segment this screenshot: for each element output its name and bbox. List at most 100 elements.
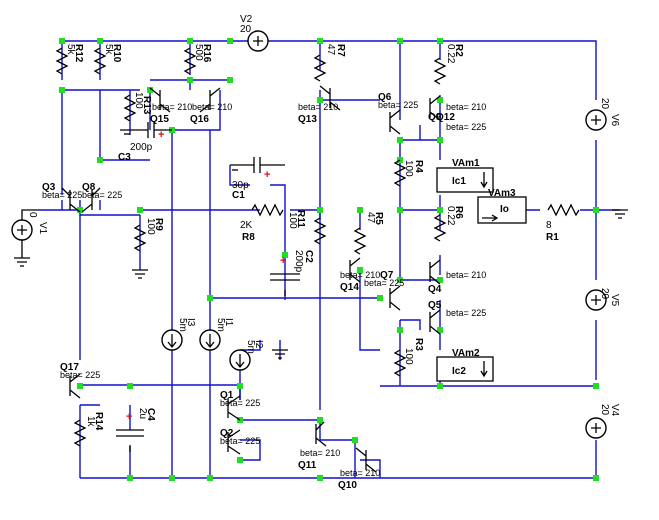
junction (397, 327, 403, 333)
vam1-name: VAm1 (452, 158, 480, 169)
q5-symbol (429, 309, 441, 335)
r2-name: R2 (453, 44, 464, 57)
current-source-i1: I1 5m (199, 318, 234, 351)
r7-value: 47 (325, 44, 336, 56)
junction (187, 38, 193, 44)
q17-name: Q17 (60, 362, 79, 373)
r1-value: 8 (546, 220, 552, 231)
voltage-source-v4: V4 20 (585, 404, 620, 439)
q15-beta: beta= 210 (152, 102, 192, 112)
q16-symbol (199, 87, 221, 113)
current-source-i2: I2 5m (229, 340, 288, 371)
voltage-source-v5: V5 20 (585, 288, 620, 311)
v1-name: V1 (37, 222, 48, 235)
r8-value: 2K (240, 220, 253, 231)
q11-name: Q11 (298, 460, 317, 471)
q8-beta: beta= 225 (82, 190, 122, 200)
i1-value: 5m (215, 318, 226, 332)
ammeter-vam1: VAm1 Ic1 (436, 158, 494, 193)
i2-name: I2 (253, 340, 264, 349)
capacitor-c1: + 30p C1 (230, 157, 285, 201)
q12-beta: beta= 225 (446, 122, 486, 132)
q9-symbol (429, 95, 441, 121)
svg-text:+: + (264, 169, 270, 181)
junction (317, 417, 323, 423)
q4-beta: beta= 210 (446, 270, 486, 280)
current-source-i3: I3 5m (161, 318, 196, 351)
junction (282, 252, 288, 258)
q5-beta: beta= 225 (446, 308, 486, 318)
vam2-label: Ic2 (452, 366, 466, 377)
q8-symbol (81, 187, 101, 213)
junction (437, 327, 443, 333)
c1-name: C1 (232, 190, 245, 201)
junction (397, 277, 403, 283)
resistor-r14-symbol (73, 419, 87, 447)
q4-symbol (429, 259, 441, 285)
q10-symbol (355, 447, 377, 473)
resistor-r7-symbol (313, 54, 327, 82)
i2-value: 5m (245, 340, 256, 354)
v1-value: 0 (27, 212, 38, 218)
q14-name: Q14 (340, 282, 359, 293)
r5-value: 47 (365, 212, 376, 224)
q16-name: Q16 (190, 114, 209, 125)
q14-symbol (349, 257, 361, 283)
q1-beta: beta= 225 (220, 398, 260, 408)
junction (377, 295, 383, 301)
resistor-r3-symbol (393, 349, 407, 377)
ammeter-vam2: VAm2 Ic2 (436, 348, 494, 382)
r4-name: R4 (413, 160, 424, 173)
q4-name: Q4 (428, 284, 442, 295)
q17-symbol (69, 373, 81, 399)
junction (237, 457, 243, 463)
vam3-name: VAm3 (488, 188, 516, 199)
junction (97, 157, 103, 163)
c4-name: C4 (145, 408, 156, 421)
junction (59, 87, 65, 93)
junction (593, 383, 599, 389)
q3-name: Q3 (42, 182, 56, 193)
vam1-label: Ic1 (452, 176, 466, 187)
q11-symbol (315, 421, 327, 447)
junction (352, 437, 358, 443)
resistor-r5-symbol (353, 227, 367, 255)
junction (97, 38, 103, 44)
r11-value: 100 (287, 212, 298, 229)
v5-name: V5 (609, 294, 620, 307)
r16-name: R16 (201, 44, 212, 63)
r14-name: R14 (93, 412, 104, 431)
r10-value: 5k (103, 44, 114, 56)
junction (317, 475, 323, 481)
r6-value: 0.22 (445, 206, 456, 226)
junction (137, 207, 143, 213)
resistor-r4-symbol (393, 159, 407, 187)
junction (317, 38, 323, 44)
junction (187, 77, 193, 83)
c4-value: 2u (137, 408, 148, 419)
voltage-source-v1: V1 0 (11, 209, 48, 267)
i3-value: 5m (177, 318, 188, 332)
q16-beta: beta= 210 (192, 102, 232, 112)
junction (437, 97, 443, 103)
q11-beta: beta= 210 (300, 448, 340, 458)
v5-value: 20 (599, 288, 610, 300)
resistor-r1-symbol (547, 203, 580, 217)
junction (207, 475, 213, 481)
q9-name: Q9 (428, 112, 442, 123)
q13-name: Q13 (298, 114, 317, 125)
r3-name: R3 (413, 338, 424, 351)
junction (59, 38, 65, 44)
junction (127, 383, 133, 389)
q3-beta: beta= 225 (42, 190, 82, 200)
resistor-r9-symbol (133, 224, 147, 252)
r7-name: R7 (335, 44, 346, 57)
junction (437, 383, 443, 389)
r14-value: 1k (85, 416, 96, 428)
resistor-r10-symbol (93, 47, 107, 75)
q13-symbol (319, 85, 341, 111)
resistor-r13-symbol (123, 94, 137, 122)
q2-name: Q2 (220, 428, 234, 439)
r3-value: 100 (403, 348, 414, 365)
r13-value: 100 (133, 92, 144, 109)
